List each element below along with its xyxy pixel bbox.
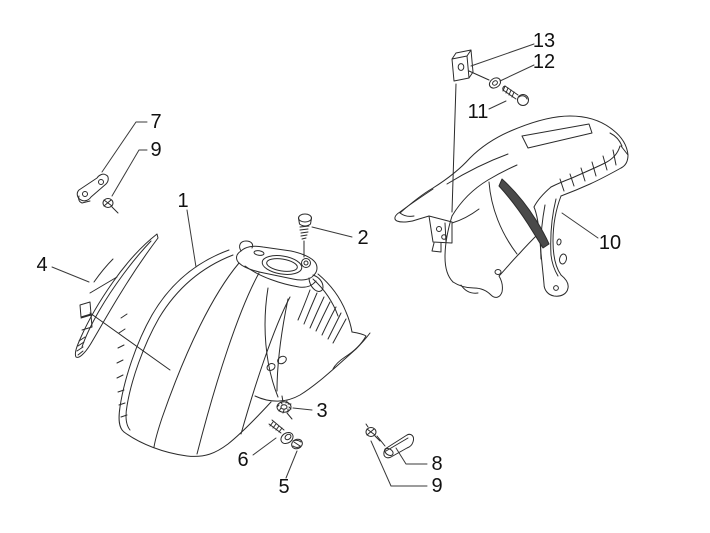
washer-part	[488, 77, 502, 89]
speed-clip-upper-part	[102, 198, 119, 214]
callout-label-2: 2	[357, 227, 369, 249]
end-cap-part	[376, 433, 414, 459]
flanged-nut-part	[276, 395, 293, 420]
bracket-plate-part	[76, 173, 109, 204]
callout-label-7: 7	[150, 111, 162, 133]
hex-screw-part	[502, 85, 529, 106]
callout-label-3: 3	[316, 400, 328, 422]
callout-leader-lines	[51, 43, 599, 487]
callout-label-6: 6	[237, 449, 249, 471]
front-mudguard-part	[116, 240, 371, 457]
callout-label-1: 1	[177, 190, 189, 212]
side-screw-part	[268, 419, 294, 445]
callout-label-10: 10	[598, 232, 622, 254]
callout-label-4: 4	[36, 254, 48, 276]
callout-label-12: 12	[532, 51, 556, 73]
u-clip-nut-part	[451, 49, 490, 82]
rear-mudguard-part	[394, 83, 629, 298]
callout-label-13: 13	[532, 30, 556, 52]
callout-label-11: 11	[467, 101, 489, 123]
front-edge-trim-part	[74, 233, 171, 371]
callout-label-9-lower: 9	[431, 475, 443, 497]
fastener-clip-part	[291, 438, 303, 450]
speed-clip-lower-part	[365, 423, 381, 442]
callout-label-9-upper: 9	[150, 139, 162, 161]
callout-label-8: 8	[431, 453, 443, 475]
top-screw-part	[298, 213, 312, 258]
callout-label-5: 5	[278, 476, 290, 498]
